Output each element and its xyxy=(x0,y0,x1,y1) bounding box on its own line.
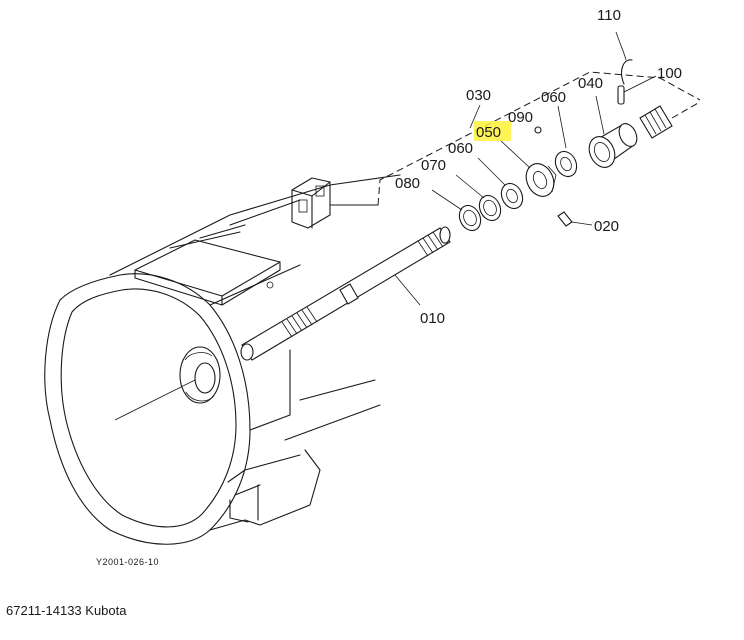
callout-040: 040 xyxy=(578,75,603,92)
callout-020: 020 xyxy=(594,218,619,235)
highlight-050 xyxy=(474,121,511,141)
callout-010: 010 xyxy=(420,310,445,327)
callout-090: 090 xyxy=(508,109,533,126)
callout-030: 030 xyxy=(466,87,491,104)
callout-080: 080 xyxy=(395,175,420,192)
shaft-010 xyxy=(240,226,451,361)
part-number-caption: 67211-14133 Kubota xyxy=(6,603,127,618)
pin-100 xyxy=(617,75,657,105)
drawing-code: Y2001-026-10 xyxy=(96,557,159,567)
ball-090 xyxy=(534,126,542,134)
callout-100: 100 xyxy=(657,65,682,82)
washer-060-rear xyxy=(554,105,578,178)
coupling-040 xyxy=(588,95,638,168)
ring-080 xyxy=(431,189,482,232)
output-shaft-end xyxy=(639,101,701,139)
assembly-030-outline xyxy=(377,71,701,206)
callout-050: 050 xyxy=(476,124,501,141)
pin-020 xyxy=(557,211,593,227)
shifter-050 xyxy=(499,139,557,197)
callout-110: 110 xyxy=(597,7,621,24)
callout-060-front: 060 xyxy=(448,140,473,157)
callout-060-rear: 060 xyxy=(541,89,566,106)
callout-070: 070 xyxy=(421,157,446,174)
clutch-housing xyxy=(44,174,401,545)
washer-060-front xyxy=(477,157,524,210)
washer-070 xyxy=(455,174,502,222)
callout-labels: 110 100 040 060 030 090 050 060 070 080 … xyxy=(395,7,682,327)
wire-clip-110 xyxy=(615,31,633,85)
